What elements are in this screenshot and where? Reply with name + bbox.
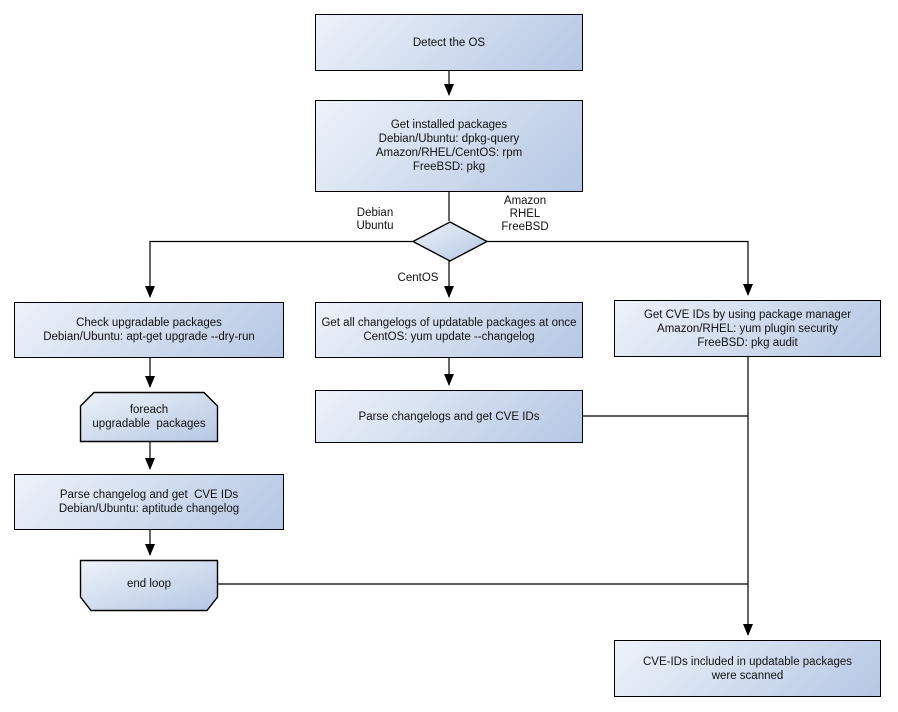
node-parse-changelog-debian: Parse changelog and get CVE IDs Debian/U… [14,474,284,530]
decision-diamond [411,221,489,262]
node-check-upgradable-packages: Check upgradable packages Debian/Ubuntu:… [14,302,284,358]
node-result-scanned: CVE-IDs included in updatable packages w… [614,640,881,697]
edge-label-debian-ubuntu: Debian Ubuntu [356,207,394,232]
edge-decision-to-getcve [487,240,753,296]
edge-label-amazon-rhel-freebsd: Amazon RHEL FreeBSD [501,195,549,233]
node-get-installed-packages: Get installed packages Debian/Ubuntu: dp… [315,100,583,192]
node-detect-os: Detect the OS [315,14,583,71]
node-parse-changelogs: Parse changelogs and get CVE IDs [315,390,583,443]
node-get-all-changelogs: Get all changelogs of updatable packages… [315,302,583,358]
node-foreach-loop-start: foreach upgradable packages [92,404,206,430]
node-end-loop: end loop [126,578,172,590]
node-get-cve-ids-pkg-manager: Get CVE IDs by using package manager Ama… [614,300,881,357]
end-loop-shape [79,559,219,612]
edge-decision-to-check [145,240,413,298]
foreach-shape [79,391,219,443]
edge-label-centos: CentOS [397,272,439,284]
